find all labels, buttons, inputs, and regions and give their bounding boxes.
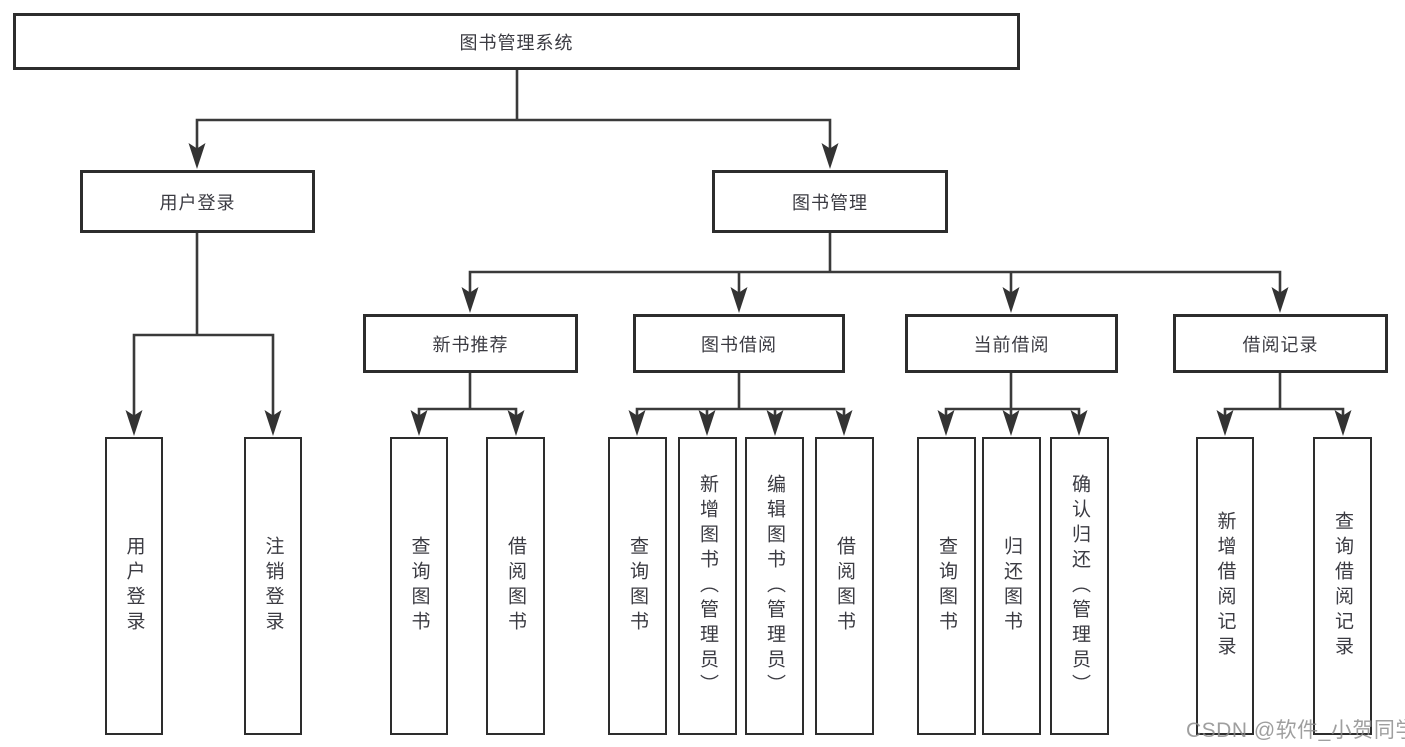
csdn-watermark: CSDN @软件_小贺同学 — [1186, 719, 1405, 742]
leaf-edit-book-admin: 编辑图书（管理员） — [745, 437, 804, 735]
leaf-user-login: 用户登录 — [105, 437, 163, 735]
connector-line — [468, 231, 1282, 295]
connector-current-borrow-to-leaves — [937, 371, 1088, 436]
connector-book-mgmt-to-level3 — [461, 231, 1289, 313]
node-book-borrow: 图书借阅 — [633, 314, 845, 373]
arrowhead — [1070, 410, 1088, 436]
arrowhead — [461, 287, 479, 313]
connector-line — [944, 371, 1081, 418]
arrowhead — [835, 410, 853, 436]
arrowhead — [264, 410, 282, 436]
arrowhead — [1334, 410, 1352, 436]
connector-line — [417, 371, 518, 418]
node-library-system: 图书管理系统 — [13, 13, 1020, 70]
arrowhead — [410, 410, 428, 436]
connector-new-book-to-leaves — [410, 371, 525, 436]
node-current-borrow: 当前借阅 — [905, 314, 1118, 373]
leaf-borrow-books-1: 借阅图书 — [486, 437, 545, 735]
arrowhead — [937, 410, 955, 436]
arrowhead — [125, 410, 143, 436]
connector-user-login-to-leaves — [125, 231, 282, 436]
arrowhead — [507, 410, 525, 436]
arrowhead — [188, 143, 206, 169]
arrowhead — [821, 143, 839, 169]
connector-line — [132, 231, 275, 418]
arrowhead — [1216, 410, 1234, 436]
leaf-query-books-2: 查询图书 — [608, 437, 667, 735]
node-borrow-records: 借阅记录 — [1173, 314, 1388, 373]
connector-root-to-level2 — [188, 68, 839, 169]
arrowhead — [698, 410, 716, 436]
arrowhead — [730, 287, 748, 313]
connector-borrow-records-to-leaves — [1216, 371, 1352, 436]
leaf-query-books-1: 查询图书 — [390, 437, 448, 735]
connector-book-borrow-to-leaves — [628, 371, 853, 436]
leaf-query-borrow-record: 查询借阅记录 — [1313, 437, 1372, 735]
leaf-return-book: 归还图书 — [982, 437, 1041, 735]
node-user-login: 用户登录 — [80, 170, 315, 233]
arrowhead — [1002, 287, 1020, 313]
leaf-logout: 注销登录 — [244, 437, 302, 735]
leaf-confirm-return-admin: 确认归还（管理员） — [1050, 437, 1109, 735]
leaf-query-books-3: 查询图书 — [917, 437, 976, 735]
connector-line — [1223, 371, 1345, 418]
node-book-management: 图书管理 — [712, 170, 948, 233]
connector-line — [195, 68, 832, 151]
node-new-book-recommend: 新书推荐 — [363, 314, 578, 373]
arrowhead — [1002, 410, 1020, 436]
arrowhead — [628, 410, 646, 436]
connector-line — [635, 371, 846, 418]
leaf-borrow-books-2: 借阅图书 — [815, 437, 874, 735]
leaf-add-book-admin: 新增图书（管理员） — [678, 437, 737, 735]
leaf-add-borrow-record: 新增借阅记录 — [1196, 437, 1254, 735]
arrowhead — [1271, 287, 1289, 313]
arrowhead — [766, 410, 784, 436]
